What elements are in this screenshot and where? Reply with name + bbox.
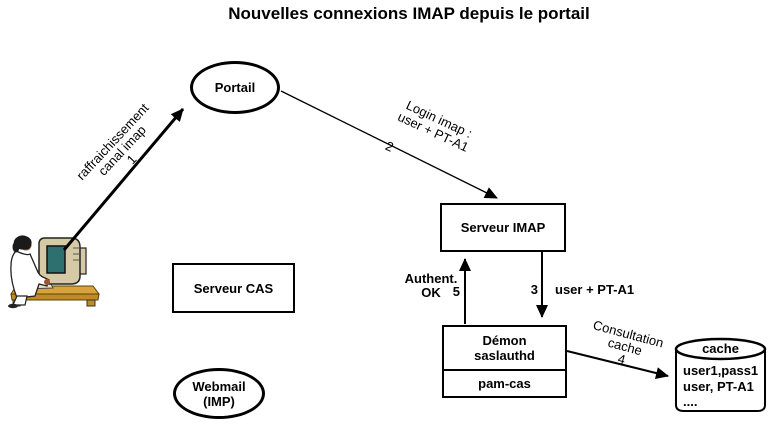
person-hand: [44, 279, 50, 285]
arrow-4-consult: [566, 350, 669, 379]
node-demon-line2: saslauthd: [474, 348, 535, 363]
cache-rows: user1,pass1 user, PT-A1 ....: [683, 363, 758, 410]
node-portail-label: Portail: [214, 80, 256, 95]
cache-row: user, PT-A1: [683, 378, 754, 394]
user-at-computer-clipart: [8, 235, 100, 309]
edge-authent-line1: Authent.: [404, 271, 458, 286]
node-webmail: Webmail (IMP): [173, 368, 265, 419]
node-serveur-cas-label: Serveur CAS: [193, 280, 274, 296]
edge-authent-num: 5: [452, 284, 460, 299]
cylinder-body: [675, 348, 766, 412]
node-webmail-line2: (IMP): [203, 393, 235, 409]
edge-user-pt-num: 3: [530, 282, 538, 297]
monitor-screen: [46, 245, 66, 274]
person-foot: [8, 303, 18, 309]
node-demon-line1: Démon: [482, 333, 527, 348]
monitor-vents: [73, 247, 79, 261]
edge-user-pt-label: user + PT-A1: [555, 282, 635, 297]
desk-leg-right: [86, 299, 96, 307]
page-title: Nouvelles connexions IMAP depuis le port…: [228, 4, 590, 23]
node-webmail-line1: Webmail: [192, 378, 246, 394]
person-leg: [12, 295, 28, 306]
person-body: [10, 250, 50, 299]
arrow-2-login: [280, 90, 498, 199]
person-hair-back: [12, 241, 20, 253]
node-serveur-cas: Serveur CAS: [172, 263, 295, 313]
cylinder-shape: [674, 337, 767, 412]
node-portail: Portail: [190, 61, 280, 114]
edge-authent-line2: OK: [421, 285, 441, 300]
edge-label-authent: Authent. OK: [402, 272, 460, 300]
cylinder-top: [674, 337, 767, 361]
cache-row: ....: [683, 394, 698, 409]
node-serveur-imap: Serveur IMAP: [440, 203, 566, 252]
node-cache-cylinder: cache user1,pass1 user, PT-A1 ....: [674, 337, 767, 413]
cache-row: user1,pass1: [683, 363, 759, 378]
node-serveur-imap-label: Serveur IMAP: [460, 220, 546, 235]
node-pam-cas: pam-cas: [442, 369, 567, 398]
cache-title: cache: [702, 341, 739, 356]
node-pam-cas-label: pam-cas: [478, 376, 531, 391]
arrow-1-refresh: [62, 108, 185, 251]
